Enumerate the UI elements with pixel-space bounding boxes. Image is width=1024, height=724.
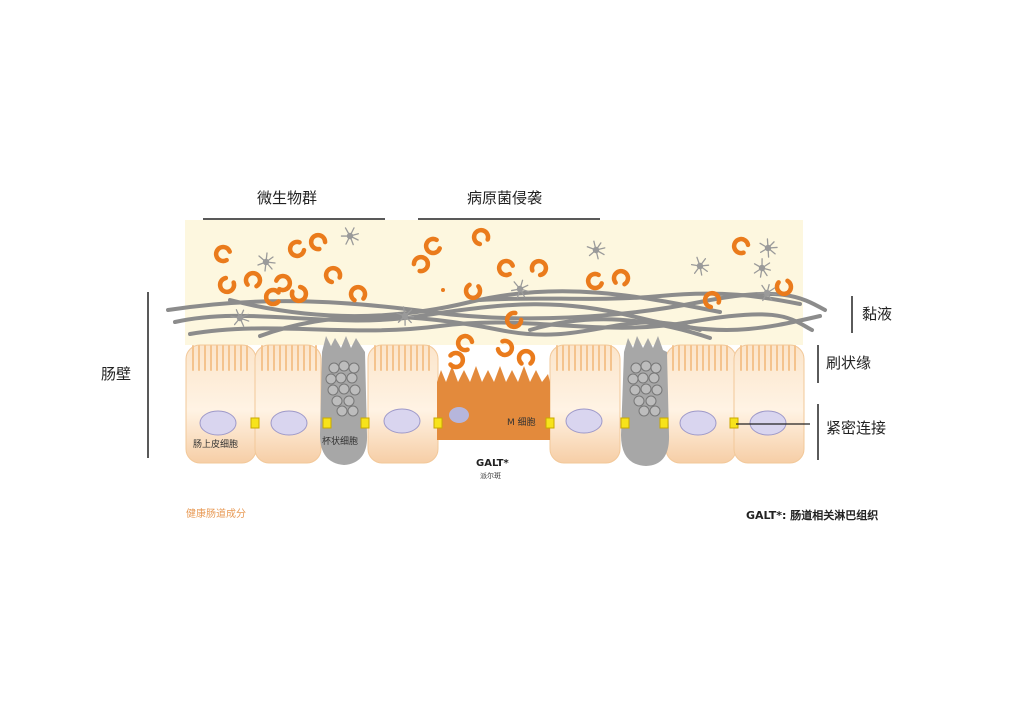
enterocyte-label: 肠上皮细胞 xyxy=(193,440,239,450)
mucin-granule xyxy=(349,384,361,396)
mucus-layer xyxy=(185,220,803,345)
enterocyte-cell xyxy=(254,344,322,464)
orange-bacterium-icon xyxy=(451,353,463,367)
mucin-granule xyxy=(346,372,358,384)
tight-junction xyxy=(250,417,260,429)
nuclei xyxy=(199,408,787,436)
enterocyte-cell xyxy=(549,344,621,464)
nucleus xyxy=(679,410,717,436)
pathogen-invasion-label: 病原菌侵袭 xyxy=(467,189,543,207)
mucin-granule xyxy=(640,383,652,395)
mucus-fiber xyxy=(478,291,802,306)
enterocyte-cell xyxy=(367,344,439,464)
tight-junction xyxy=(433,417,443,429)
goblet-mucin-granules xyxy=(325,360,663,417)
brush-border-label: 刷状缘 xyxy=(826,354,872,372)
brush-border-microvilli xyxy=(192,345,796,371)
mucus-fiber xyxy=(188,312,814,336)
mucin-granule xyxy=(627,373,639,385)
nucleus xyxy=(565,408,603,434)
mucin-granule xyxy=(637,372,649,384)
mucin-granule xyxy=(347,405,359,417)
nucleus xyxy=(199,410,237,436)
mucin-granule xyxy=(649,405,661,417)
orange-bacterium-icon xyxy=(441,288,445,292)
m-cell-nucleus xyxy=(449,407,469,423)
nucleus xyxy=(749,410,787,436)
galt-label: GALT* xyxy=(476,458,509,469)
mucin-granule xyxy=(336,405,348,417)
mucin-granule xyxy=(325,373,337,385)
commensal-bacteria xyxy=(214,228,792,367)
nucleus xyxy=(383,408,421,434)
intestinal-wall-label: 肠壁 xyxy=(101,365,132,383)
enterocyte-cell xyxy=(733,344,805,464)
tight-junction xyxy=(729,417,739,429)
mucin-granule xyxy=(629,384,641,396)
tight-junction xyxy=(322,417,332,429)
m-cell-label: M 细胞 xyxy=(507,418,536,428)
mucus-fiber xyxy=(528,317,712,340)
mucin-granule xyxy=(338,383,350,395)
peyer-patch-label: 派尔斑 xyxy=(480,472,501,480)
orange-bacterium-icon xyxy=(519,351,533,363)
mucin-granule xyxy=(327,384,339,396)
goblet-cell-label: 杯状细胞 xyxy=(322,437,359,447)
mucus-fiber xyxy=(173,302,822,333)
tight-junction xyxy=(360,417,370,429)
m-cell xyxy=(437,366,550,440)
mucin-granule xyxy=(645,395,657,407)
mucin-granule xyxy=(638,405,650,417)
tight-junction xyxy=(620,417,630,429)
microbiota-label: 微生物群 xyxy=(257,189,318,207)
mucin-granule xyxy=(343,395,355,407)
goblet-cell xyxy=(621,336,670,466)
galt-definition-note: GALT*: 肠道相关淋巴组织 xyxy=(746,509,879,522)
tight-junction xyxy=(659,417,669,429)
mucin-granule xyxy=(630,362,642,374)
mucin-granule xyxy=(640,360,652,372)
tight-junction-label: 紧密连接 xyxy=(826,419,887,437)
mucin-granule xyxy=(633,395,645,407)
mucin-granule xyxy=(328,362,340,374)
mucin-granule xyxy=(348,362,360,374)
tight-junctions xyxy=(250,417,739,429)
healthy-components-note: 健康肠道成分 xyxy=(186,509,246,520)
mucin-granule xyxy=(650,362,662,374)
tight-junction xyxy=(545,417,555,429)
mucin-granule xyxy=(651,384,663,396)
mucin-granule xyxy=(338,360,350,372)
nucleus xyxy=(270,410,308,436)
mucin-granule xyxy=(648,372,660,384)
mucus-label: 黏液 xyxy=(862,305,893,323)
mucin-granule xyxy=(331,395,343,407)
enterocyte-cell xyxy=(665,344,737,464)
mucin-granule xyxy=(335,372,347,384)
